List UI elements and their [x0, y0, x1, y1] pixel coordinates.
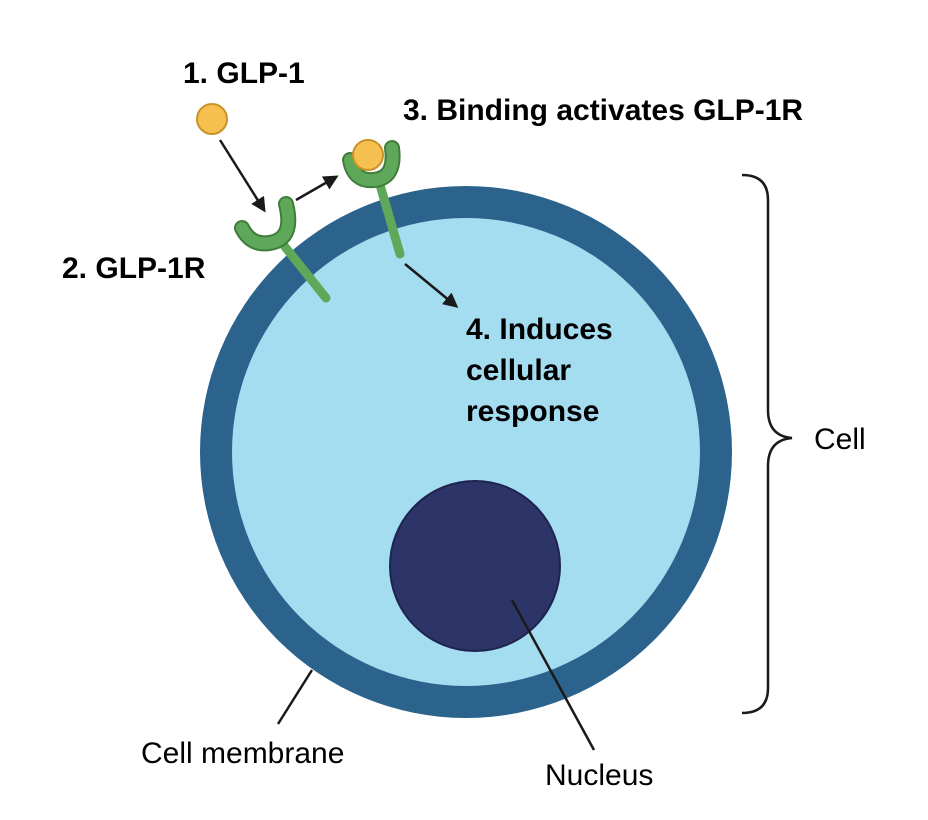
arrow-ligand-to-receptor	[218, 139, 266, 213]
label-step4-line3: response	[466, 395, 599, 428]
cell-bracket	[741, 173, 793, 715]
label-step4-line1: 4. Induces	[466, 313, 613, 346]
cell	[200, 186, 732, 718]
nucleus-pointer	[510, 599, 596, 751]
label-cell: Cell	[814, 423, 866, 456]
nucleus	[389, 480, 561, 652]
label-step3: 3. Binding activates GLP-1R	[403, 94, 803, 127]
glp1r-receptor-unbound	[234, 196, 331, 303]
label-step2: 2. GLP-1R	[62, 252, 206, 285]
membrane-pointer	[276, 669, 314, 725]
glp1-ligand-bound	[352, 139, 384, 171]
label-nucleus: Nucleus	[545, 759, 653, 792]
glp1-ligand	[196, 103, 228, 135]
arrow-receptor-to-binding	[295, 175, 339, 202]
glp1r-receptor-bound	[342, 139, 405, 259]
arrow-to-response	[404, 263, 459, 308]
label-step1: 1. GLP-1	[183, 57, 305, 90]
label-membrane: Cell membrane	[141, 737, 344, 770]
label-step4-line2: cellular	[466, 354, 571, 387]
cytoplasm	[232, 218, 700, 686]
